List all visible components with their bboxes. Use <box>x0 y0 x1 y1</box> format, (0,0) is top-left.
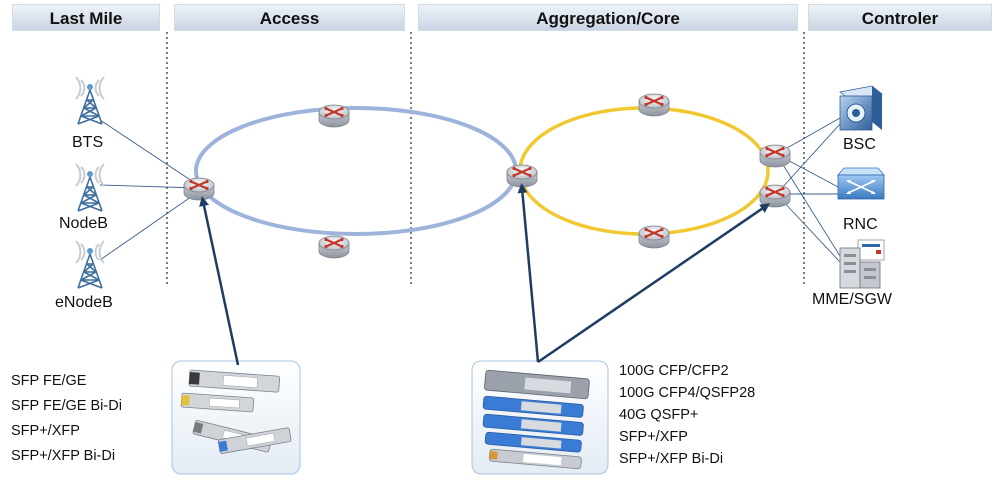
rnc-label: RNC <box>843 216 878 233</box>
access-module-item: SFP FE/GE <box>11 373 87 389</box>
bsc-label: BSC <box>843 136 876 153</box>
core-module-item: 40G QSFP+ <box>619 407 699 423</box>
section-header-access: Access <box>174 4 405 31</box>
core-ring <box>518 106 770 236</box>
core-bottom-router-icon <box>637 224 671 250</box>
bts-label: BTS <box>72 134 104 151</box>
enodeb-label: eNodeB <box>55 294 113 311</box>
mme-sgw-icon <box>839 239 885 289</box>
access-module-item: SFP FE/GE Bi-Di <box>11 398 122 414</box>
access-module-arrow <box>199 196 240 366</box>
core-left-router-icon <box>505 163 539 189</box>
access-module-item: SFP+/XFP <box>11 423 80 439</box>
module-arrows <box>199 183 771 366</box>
section-dividers <box>166 32 805 286</box>
bts-tower-icon <box>75 76 105 125</box>
access-bottom-router-icon <box>317 234 351 260</box>
access-module-item: SFP+/XFP Bi-Di <box>11 448 116 464</box>
access-top-router-icon <box>317 103 351 129</box>
bsc-icon <box>839 85 883 131</box>
access-module-list: SFP FE/GE SFP FE/GE Bi-Di SFP+/XFP SFP+/… <box>11 369 122 469</box>
access-ring <box>194 106 518 236</box>
tower-links <box>99 119 199 261</box>
core-lower-right-router-icon <box>758 183 792 209</box>
core-module-item: 100G CFP4/QSFP28 <box>619 385 756 401</box>
core-module-list: 100G CFP/CFP2 100G CFP4/QSFP28 40G QSFP+… <box>619 360 755 470</box>
section-header-last-mile: Last Mile <box>12 4 160 31</box>
core-module-arrow-right <box>537 203 771 364</box>
core-module-item: 100G CFP/CFP2 <box>619 363 729 379</box>
core-upper-right-router-icon <box>758 143 792 169</box>
enodeb-tower-icon <box>75 240 105 289</box>
nodeb-tower-icon <box>75 163 105 212</box>
core-module-item: SFP+/XFP <box>619 429 688 445</box>
core-module-arrow-left <box>517 183 540 363</box>
nodeb-label: NodeB <box>59 215 108 232</box>
core-module-item: SFP+/XFP Bi-Di <box>619 451 724 467</box>
rnc-icon <box>837 167 885 200</box>
section-header-controller: Controler <box>808 4 992 31</box>
mme-sgw-label: MME/SGW <box>812 291 892 308</box>
access-aggregation-router-icon <box>182 176 216 202</box>
cfp-qsfp-transceiver-images <box>482 369 590 470</box>
sfp-transceiver-images <box>180 369 292 454</box>
core-top-router-icon <box>637 92 671 118</box>
section-header-aggregation-core: Aggregation/Core <box>418 4 798 31</box>
